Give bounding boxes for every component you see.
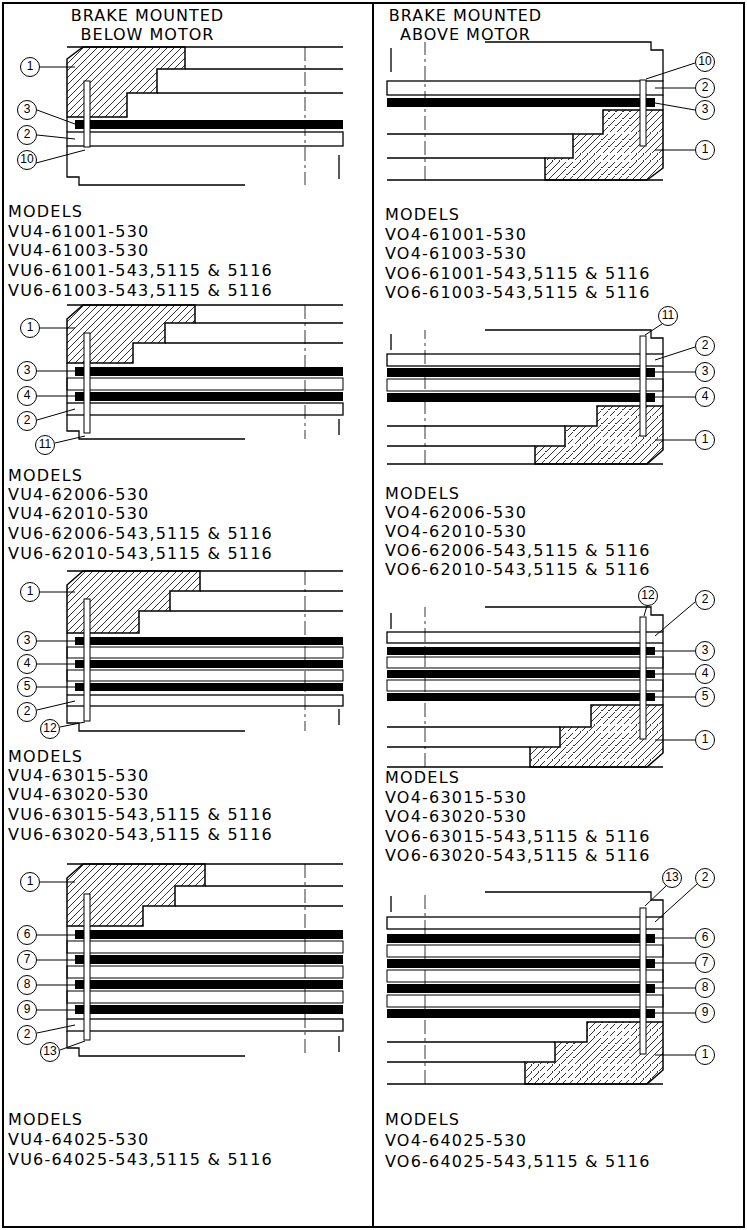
model-text: VO6-63015-543,5115 & 5116 [385,827,651,847]
model-text: VU6-62010-543,5115 & 5116 [8,544,273,564]
model-text: MODELS [8,1110,83,1130]
callout-number: 13 [40,1042,60,1062]
callout-number: 3 [695,641,715,661]
model-text: VU6-63020-543,5115 & 5116 [8,825,273,845]
model-text: MODELS [8,466,83,486]
brake-section [387,330,663,464]
callout-number: 5 [17,677,37,697]
callout-number: 10 [695,52,715,72]
model-text: VO6-61003-543,5115 & 5116 [385,283,651,303]
callout-number: 1 [695,1045,715,1065]
model-text: VU4-61001-530 [8,222,149,242]
callout-number: 2 [695,590,715,610]
model-text: VO6-64025-543,5115 & 5116 [385,1152,651,1172]
model-text: VU6-63015-543,5115 & 5116 [8,805,273,825]
callout-number: 2 [17,1025,37,1045]
callout-number: 6 [17,925,37,945]
callout-number: 3 [17,361,37,381]
callout-number: 1 [20,872,40,892]
brake-section [67,864,343,1056]
callout-number: 3 [17,631,37,651]
callout-number: 1 [695,730,715,750]
model-text: VO6-62006-543,5115 & 5116 [385,541,651,561]
model-text: MODELS [385,1110,460,1130]
callout-number: 12 [40,719,60,739]
model-text: MODELS [8,202,83,222]
model-text: VO6-63020-543,5115 & 5116 [385,846,651,866]
brake-section [387,607,663,767]
model-text: VO4-62006-530 [385,503,527,523]
callout-number: 3 [17,100,37,120]
model-text: VO4-61001-530 [385,225,527,245]
callout-number: 2 [17,125,37,145]
callout-number: 8 [17,975,37,995]
callout-number: 8 [695,978,715,998]
model-text: VO4-63020-530 [385,807,527,827]
panel-frame: BRAKE MOUNTED ABOVE MOTOR [372,2,745,1228]
callout-number: 4 [17,386,37,406]
callout-number: 11 [658,306,678,326]
model-text: MODELS [385,484,460,504]
model-text: VO4-61003-530 [385,244,527,264]
callout-number: 3 [695,362,715,382]
model-text: VO4-62010-530 [385,522,527,542]
model-text: VO4-63015-530 [385,788,527,808]
callout-number: 1 [20,57,40,77]
brake-section [387,892,663,1084]
callout-number: 2 [17,702,37,722]
callout-number: 4 [695,387,715,407]
model-text: VU4-63020-530 [8,785,149,805]
callout-number: 13 [662,868,682,888]
callout-number: 1 [20,318,40,338]
model-text: VU4-62010-530 [8,504,149,524]
brake-section [387,42,663,180]
callout-number: 12 [638,586,658,606]
panel-frame: BRAKE MOUNTED BELOW MOTOR [2,2,374,1228]
callout-number: 1 [20,582,40,602]
callout-number: 2 [695,868,715,888]
callout-number: 4 [695,664,715,684]
panel-heading: BRAKE MOUNTED ABOVE MOTOR [378,6,553,44]
callout-number: 3 [695,100,715,120]
model-text: VU4-63015-530 [8,766,149,786]
model-text: VO6-62010-543,5115 & 5116 [385,560,651,580]
model-text: VU4-62006-530 [8,485,149,505]
callout-number: 9 [695,1003,715,1023]
callout-number: 5 [695,687,715,707]
callout-number: 2 [695,336,715,356]
callout-number: 9 [17,1000,37,1020]
model-text: MODELS [385,205,460,225]
model-text: VU4-61003-530 [8,241,149,261]
model-text: VO6-61001-543,5115 & 5116 [385,264,651,284]
callout-number: 7 [695,953,715,973]
brake-section [67,571,343,731]
model-text: VU4-64025-530 [8,1130,149,1150]
callout-number: 6 [695,928,715,948]
model-text: VO4-64025-530 [385,1131,527,1151]
callout-number: 2 [695,78,715,98]
model-text: VU6-61001-543,5115 & 5116 [8,261,273,281]
callout-number: 1 [695,430,715,450]
model-text: MODELS [385,768,460,788]
callout-number: 4 [17,654,37,674]
callout-number: 11 [35,435,55,455]
brake-section [67,305,343,439]
model-text: VU6-61003-543,5115 & 5116 [8,281,273,301]
callout-number: 2 [17,411,37,431]
panel-heading: BRAKE MOUNTED BELOW MOTOR [60,6,235,44]
model-text: VU6-62006-543,5115 & 5116 [8,524,273,544]
callout-number: 7 [17,950,37,970]
callout-number: 10 [17,150,37,170]
callout-number: 1 [695,140,715,160]
model-text: MODELS [8,747,83,767]
brake-section [67,47,343,185]
model-text: VU6-64025-543,5115 & 5116 [8,1150,273,1170]
